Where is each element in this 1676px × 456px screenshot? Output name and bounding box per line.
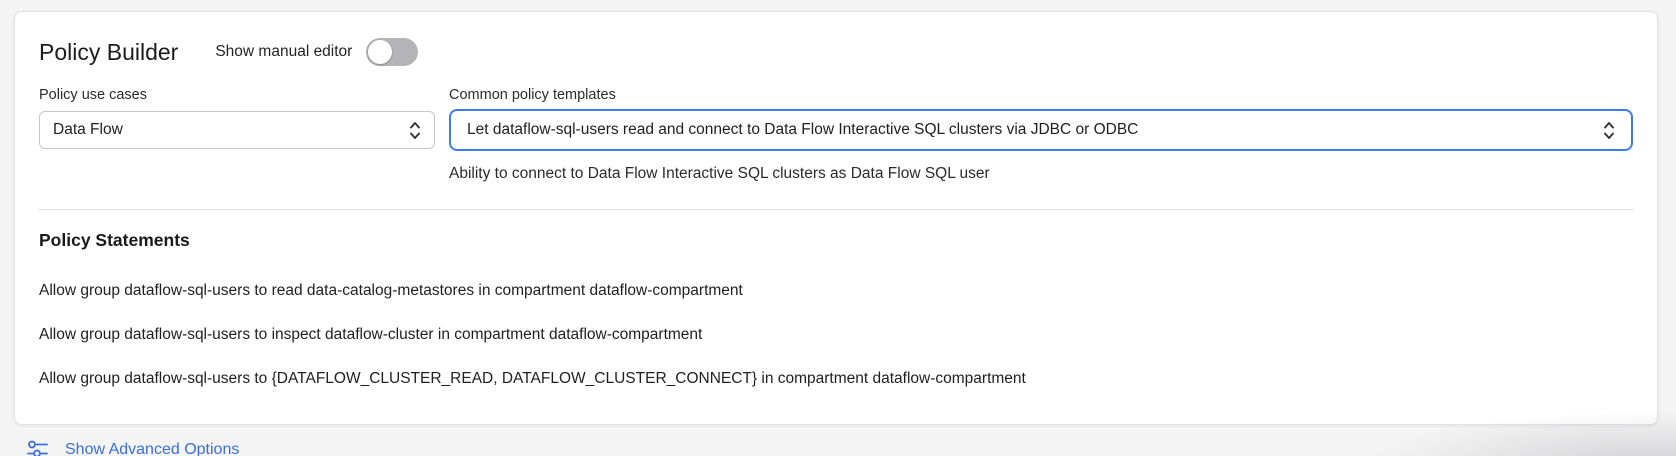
policy-statement: Allow group dataflow-sql-users to inspec… — [39, 326, 703, 343]
show-advanced-options-link[interactable]: Show Advanced Options — [65, 441, 240, 456]
use-cases-field: Policy use cases Data Flow — [39, 86, 435, 183]
template-description: Ability to connect to Data Flow Interact… — [449, 165, 990, 182]
toggle-knob — [368, 40, 393, 64]
policy-builder-card: Policy Builder Show manual editor Policy… — [14, 11, 1658, 425]
card-header: Policy Builder Show manual editor — [39, 12, 1633, 66]
manual-editor-label: Show manual editor — [215, 43, 353, 60]
chevron-updown-icon — [409, 120, 421, 141]
sliders-icon — [27, 440, 48, 456]
policy-statement: Allow group dataflow-sql-users to {DATAF… — [39, 370, 1026, 387]
section-divider — [39, 209, 1633, 210]
policy-form-row: Policy use cases Data Flow Common policy… — [39, 86, 1633, 183]
chevron-updown-icon — [1603, 120, 1615, 141]
use-cases-selected-value: Data Flow — [53, 121, 123, 138]
advanced-options-row: Show Advanced Options — [27, 440, 239, 456]
use-cases-select[interactable]: Data Flow — [39, 111, 435, 149]
policy-statement: Allow group dataflow-sql-users to read d… — [39, 282, 743, 299]
use-cases-label: Policy use cases — [39, 87, 147, 103]
templates-label: Common policy templates — [449, 87, 616, 103]
templates-select[interactable]: Let dataflow-sql-users read and connect … — [449, 109, 1633, 151]
manual-editor-toggle[interactable] — [366, 38, 419, 66]
policy-statements-heading: Policy Statements — [39, 230, 190, 250]
templates-selected-value: Let dataflow-sql-users read and connect … — [467, 121, 1139, 138]
templates-field: Common policy templates Let dataflow-sql… — [449, 86, 1633, 183]
page-title: Policy Builder — [39, 38, 179, 65]
